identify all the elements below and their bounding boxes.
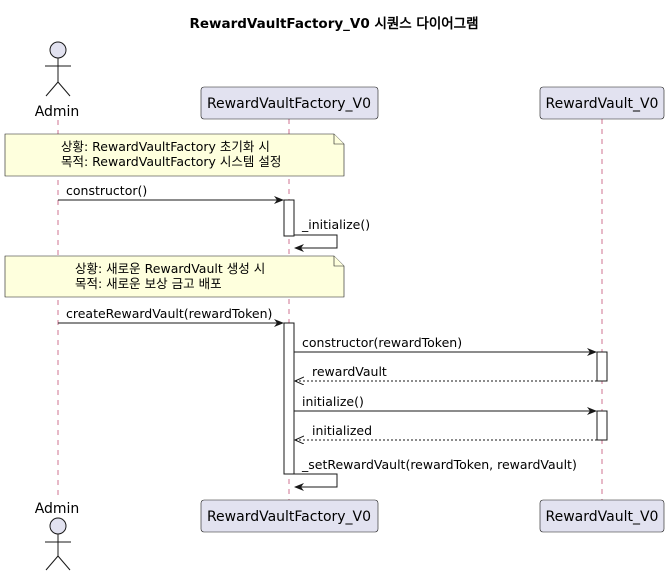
participant-vault-top: RewardVault_V0	[539, 86, 665, 120]
participant-label-factory-top: RewardVaultFactory_V0	[207, 96, 371, 112]
svg-text:_setRewardVault(rewardToken, r: _setRewardVault(rewardToken, rewardVault…	[301, 457, 577, 472]
participant-label-vault-bottom: RewardVault_V0	[546, 509, 659, 525]
note-1: 상황: RewardVaultFactory 초기화 시 목적: RewardV…	[4, 133, 345, 177]
actor-label-admin-bottom: Admin	[35, 501, 80, 517]
message-return-initialized: initialized	[295, 423, 597, 440]
note-1-line-1: 상황: RewardVaultFactory 초기화 시	[61, 139, 270, 154]
note-2-line-2: 목적: 새로운 보상 금고 배포	[75, 276, 222, 291]
actor-head-icon	[49, 41, 67, 59]
svg-text:initialized: initialized	[312, 423, 372, 438]
activation-factory-1	[283, 199, 295, 237]
message-set-reward-vault-self: _setRewardVault(rewardToken, rewardVault…	[294, 457, 577, 491]
svg-text:_initialize(): _initialize()	[301, 217, 370, 232]
participant-label-vault-top: RewardVault_V0	[546, 96, 659, 112]
diagram-title: RewardVaultFactory_V0 시퀀스 다이어그램	[189, 15, 478, 32]
message-return-reward-vault: rewardVault	[295, 364, 597, 381]
note-2: 상황: 새로운 RewardVault 생성 시 목적: 새로운 보상 금고 배…	[4, 255, 345, 298]
svg-text:constructor(rewardToken): constructor(rewardToken)	[302, 335, 462, 350]
message-create-reward-vault: createRewardVault(rewardToken)	[58, 306, 284, 327]
svg-text:constructor(): constructor()	[66, 183, 147, 198]
message-initialize-self: _initialize()	[294, 217, 370, 252]
activation-vault-1	[596, 351, 608, 382]
participant-vault-bottom: RewardVault_V0	[539, 499, 665, 533]
actor-admin-bottom: Admin	[35, 501, 80, 571]
participant-label-factory-bottom: RewardVaultFactory_V0	[207, 509, 371, 525]
message-vault-initialize: initialize()	[294, 394, 597, 415]
actor-admin-top: Admin	[35, 41, 80, 120]
activation-factory-2	[283, 322, 295, 475]
actor-label-admin-top: Admin	[35, 104, 80, 120]
message-constructor: constructor()	[58, 183, 284, 204]
svg-text:initialize(): initialize()	[302, 394, 364, 409]
participant-factory-bottom: RewardVaultFactory_V0	[200, 499, 379, 533]
participant-factory-top: RewardVaultFactory_V0	[200, 86, 379, 120]
message-vault-constructor: constructor(rewardToken)	[294, 335, 597, 356]
svg-text:createRewardVault(rewardToken): createRewardVault(rewardToken)	[66, 306, 272, 321]
note-1-line-2: 목적: RewardVaultFactory 시스템 설정	[61, 154, 281, 169]
note-2-line-1: 상황: 새로운 RewardVault 생성 시	[75, 261, 265, 276]
svg-text:rewardVault: rewardVault	[312, 364, 387, 379]
activation-vault-2	[596, 410, 608, 441]
actor-head-icon	[49, 517, 67, 535]
